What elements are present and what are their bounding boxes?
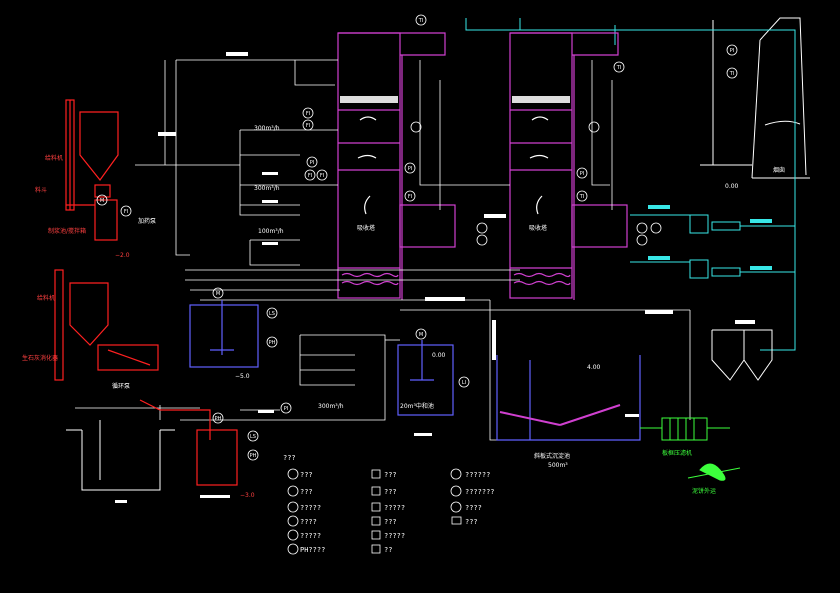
- lime-feeder-label: 给料机: [45, 154, 63, 162]
- legend-item-13: ??????: [465, 471, 490, 479]
- inst-c1: FI: [320, 173, 324, 179]
- instrument-bubbles: [96, 14, 738, 461]
- tank-mid-label: 20m³中和池: [400, 402, 434, 410]
- flow-100: 100m³/h: [258, 228, 284, 235]
- level-b: −5.0: [235, 373, 250, 380]
- lime-silo-system: [54, 99, 238, 486]
- legend-item-12: ??: [384, 546, 392, 554]
- feeder2-label: 给料机: [37, 294, 55, 302]
- inst-m2: M: [419, 332, 423, 338]
- inst-p2: FI: [124, 209, 128, 215]
- legend-item-2: ???: [300, 488, 313, 496]
- level-a: −2.0: [115, 252, 130, 259]
- lime-hopper-label: 料斗: [35, 186, 47, 194]
- legend-item-11: ?????: [384, 532, 405, 540]
- legend-item-3: ?????: [300, 504, 321, 512]
- bag-filter: [711, 329, 773, 381]
- sludge-label: 泥饼外运: [692, 487, 716, 495]
- dosing-pump-label: 加药泵: [138, 217, 156, 225]
- legend-item-5: ?????: [300, 532, 321, 540]
- clarifier-elev: 4.00: [587, 364, 601, 371]
- legend-item-1: ???: [300, 471, 313, 479]
- absorber-2-label: 吸收塔: [529, 224, 547, 232]
- flow-300a: 300m³/h: [254, 125, 280, 132]
- legend-item-6: PH????: [300, 546, 325, 554]
- stack-elevation: 0.00: [725, 183, 739, 190]
- neutralization-tanks: [189, 300, 641, 441]
- instrument-tags: TI TI PI TI FI FI PI FI FI PI FI PI TI L…: [100, 18, 734, 459]
- tag-bars: [648, 205, 772, 270]
- clarifier-label: 斜板式沉淀池: [534, 452, 570, 460]
- inst-m1: M: [216, 291, 220, 297]
- mix-tank-label: 制浆池/搅拌箱: [48, 227, 86, 235]
- inst-m3: M: [100, 198, 104, 204]
- legend-item-9: ?????: [384, 504, 405, 512]
- absorber-2: [401, 32, 628, 300]
- inst-b2: FI: [308, 173, 312, 179]
- process-piping: [75, 59, 691, 441]
- inst-l2: PH: [269, 340, 276, 346]
- legend-item-16: ???: [465, 518, 478, 526]
- filter-press: [640, 417, 741, 481]
- inst-top2: TI: [616, 65, 622, 71]
- tank-mid-elev: 0.00: [432, 352, 446, 359]
- inst-e1: TI: [579, 194, 585, 200]
- pump-label: 循环泵: [112, 382, 130, 390]
- flue-gas-header: [465, 18, 796, 351]
- legend-item-15: ????: [465, 504, 482, 512]
- fans: [630, 214, 795, 279]
- legend-item-10: ???: [384, 518, 397, 526]
- inst-p1: PI: [284, 406, 289, 412]
- inst-a1: FI: [306, 111, 310, 117]
- legend-item-14: ???????: [465, 488, 495, 496]
- flow-300c: 300m³/h: [318, 403, 344, 410]
- inclined-plates: [499, 404, 621, 426]
- slaker-label: 生石灰消化器: [22, 354, 58, 362]
- inst-b1: PI: [310, 160, 315, 166]
- legend-item-7: ???: [384, 471, 397, 479]
- inst-stack2: TI: [729, 71, 735, 77]
- level-c: −3.0: [240, 492, 255, 499]
- inst-top1: TI: [418, 18, 424, 24]
- absorber-1: [337, 32, 456, 299]
- inst-n1: PH: [215, 416, 222, 422]
- inst-c2: PI: [408, 166, 413, 172]
- chimney: [700, 17, 810, 179]
- inst-l1: LS: [269, 311, 275, 317]
- inst-a2: FI: [306, 123, 310, 129]
- legend: ??? ??? ??? ????? ???? ????? PH???? ??? …: [283, 454, 495, 555]
- absorber-1-label: 吸收塔: [357, 224, 375, 232]
- inst-l3: LS: [250, 434, 256, 440]
- white-tags: [115, 52, 755, 503]
- sump-pit: [66, 420, 175, 491]
- flow-300b: 300m³/h: [254, 185, 280, 192]
- inst-d2: PI: [580, 171, 585, 177]
- stack-label: 烟囱: [773, 166, 785, 174]
- filter-press-label: 板框压滤机: [662, 449, 692, 457]
- clarifier-volume: 500m³: [548, 462, 568, 469]
- legend-item-8: ???: [384, 488, 397, 496]
- inst-stack1: PI: [730, 48, 735, 54]
- inst-e2: LI: [462, 380, 466, 386]
- legend-title: ???: [283, 454, 296, 462]
- inst-l4: PH: [250, 453, 257, 459]
- inst-d1: FI: [408, 194, 412, 200]
- legend-item-4: ????: [300, 518, 317, 526]
